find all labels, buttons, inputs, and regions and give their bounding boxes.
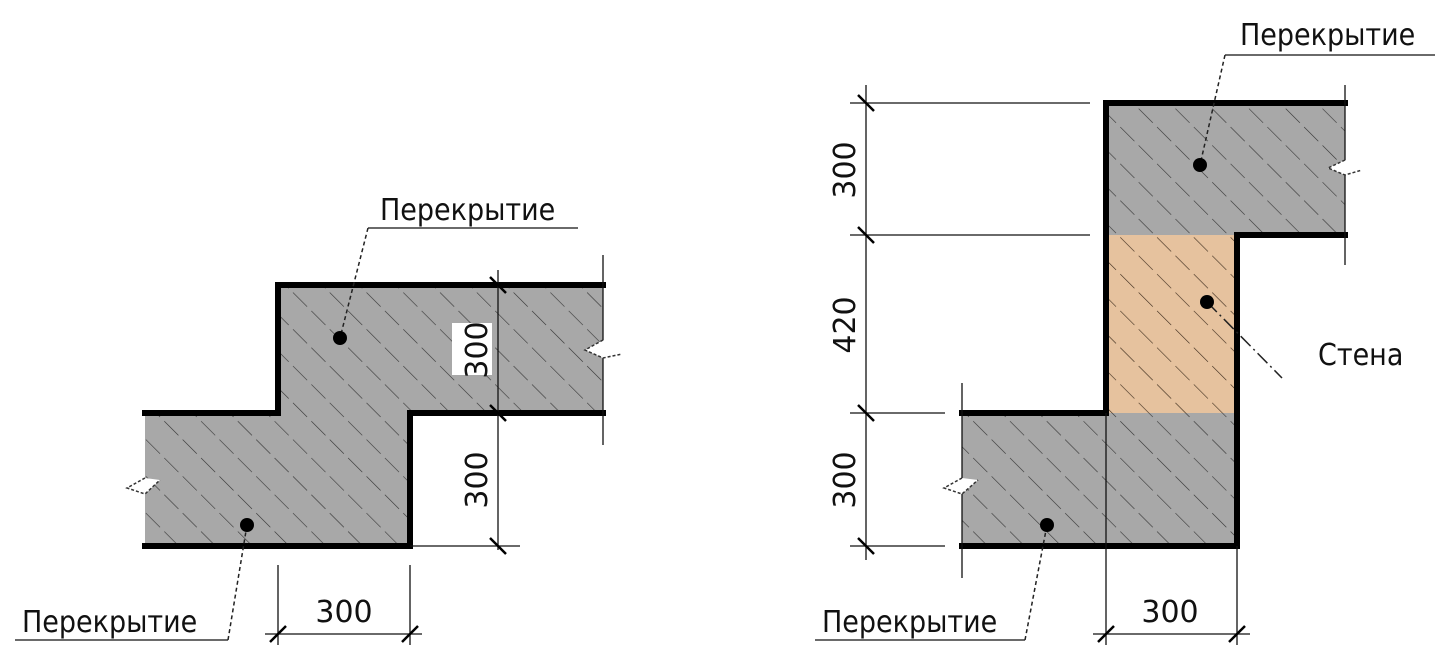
leader-dot [1193,158,1207,172]
section-outline [959,100,1348,416]
leader-line [339,227,369,339]
slab-outline [142,282,606,416]
dimension-tick [857,404,875,422]
dimension-text: 300 [460,321,495,378]
break-symbol-icon [583,339,623,359]
dimension-text: 300 [1141,595,1198,630]
dimension-text: 300 [828,451,863,508]
right-detail: 300 420 300 300 Перекрытие Стена Перекры… [815,18,1435,645]
leader-dot [1200,295,1214,309]
left-detail: 300 300 300 Перекрытие Перекрытие [15,193,623,645]
slab-label: Перекрытие [1240,18,1415,53]
dimension-tick [857,537,875,555]
dimension-text: 300 [315,595,372,630]
slab-label: Перекрытие [22,605,197,640]
dimension-tick [1097,625,1115,643]
leader-line [1206,301,1283,379]
slab-label: Перекрытие [822,605,997,640]
leader-line [227,524,248,641]
dimension-text: 300 [828,141,863,198]
leader-dot [333,331,347,345]
slab-top-section [1106,103,1345,235]
section-outline [959,232,1348,549]
leader-line [1024,524,1048,641]
break-symbol-icon [125,477,161,495]
dimension-tick [857,226,875,244]
break-symbol-icon [942,477,979,495]
dimension-text: 300 [460,451,495,508]
slab-outline-lower [142,410,606,549]
dimension-tick [489,404,507,422]
dimension-tick [857,94,875,112]
dimension-tick [1228,625,1246,643]
leader-dot [240,518,254,532]
break-symbol-icon [1326,159,1363,176]
dimension-tick [489,537,507,555]
dimension-tick [401,625,419,643]
dimension-tick [489,276,507,294]
wall-label: Стена [1318,338,1403,373]
slab-bottom-section [962,413,1237,546]
dimension-text: 420 [828,296,863,353]
dimension-tick [269,625,287,643]
wall-section [1106,235,1237,413]
dimension-text-background [452,323,492,375]
slab-label: Перекрытие [380,193,555,228]
leader-line [1199,54,1226,166]
leader-dot [1040,518,1054,532]
